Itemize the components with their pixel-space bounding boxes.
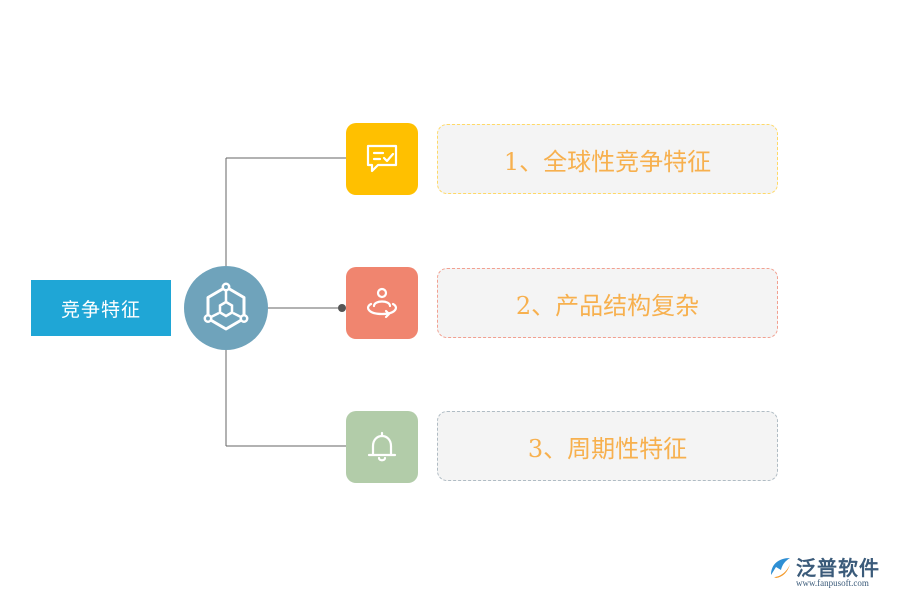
fanpu-logo-icon: [771, 558, 790, 578]
item-1-label: 1、全球性竞争特征: [503, 147, 712, 176]
message-check-icon: [366, 144, 398, 173]
connector-dot: [338, 304, 346, 312]
hub-node: [184, 266, 268, 350]
watermark: 泛普软件 www.fanpusoft.com: [768, 552, 893, 588]
item-3-icon-box: [346, 411, 418, 483]
item-2-card: 2、产品结构复杂: [437, 268, 778, 338]
watermark-url: www.fanpusoft.com: [796, 578, 869, 588]
root-node: 竞争特征: [31, 280, 171, 336]
item-1-icon-box: [346, 123, 418, 195]
hexagon-network-icon: [203, 282, 249, 331]
root-label-text: 竞争特征: [60, 298, 141, 321]
item-2-icon-box: [346, 267, 418, 339]
person-orbit-icon: [367, 287, 397, 319]
item-1-card: 1、全球性竞争特征: [437, 124, 778, 194]
item-3-label: 3、周期性特征: [527, 434, 688, 463]
item-3-card: 3、周期性特征: [437, 411, 778, 481]
bell-icon: [367, 431, 397, 462]
watermark-name: 泛普软件: [796, 556, 880, 580]
item-2-label: 2、产品结构复杂: [515, 291, 700, 320]
